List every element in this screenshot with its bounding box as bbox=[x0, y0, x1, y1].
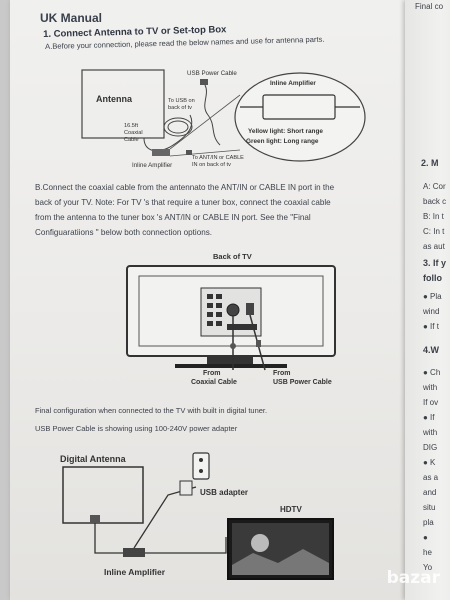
next-line-9: ● Pla bbox=[423, 292, 442, 301]
zoom-line-2 bbox=[169, 149, 241, 157]
step1-b-line-2: back of your TV. Note: For TV 's that re… bbox=[35, 198, 331, 207]
digital-antenna-panel bbox=[62, 466, 144, 524]
coax-plug bbox=[230, 343, 236, 349]
next-line-21: and bbox=[423, 488, 437, 497]
port-2 bbox=[216, 294, 222, 299]
step1-b-line-3: from the antenna to the tuner box 's ANT… bbox=[35, 213, 311, 222]
next-line-18: DIG bbox=[423, 443, 438, 452]
port-1 bbox=[207, 294, 213, 299]
back-of-tv-label: back of tv bbox=[168, 105, 192, 111]
from-usb-label-1: From bbox=[273, 370, 291, 377]
port-4 bbox=[216, 303, 222, 308]
next-line-17: with bbox=[423, 428, 438, 437]
next-line-12: 4.W bbox=[423, 345, 440, 355]
inline-amplifier-small bbox=[152, 149, 170, 156]
manual-title: UK Manual bbox=[40, 11, 103, 25]
to-usb-label: To USB on bbox=[168, 98, 195, 104]
port-label-strip bbox=[227, 324, 257, 330]
port-5 bbox=[207, 312, 213, 317]
parts-diagram: Antenna USB Power Cable To USB on back o… bbox=[81, 69, 366, 169]
hdtv-label: HDTV bbox=[280, 505, 302, 514]
usb-adapter-label: USB adapter bbox=[200, 488, 248, 497]
next-line-15: If ov bbox=[423, 398, 439, 407]
next-line-11: ● If t bbox=[423, 322, 439, 331]
watermark-logo: bazar bbox=[386, 568, 440, 588]
digital-antenna-label: Digital Antenna bbox=[60, 454, 127, 464]
usb-power-cable-label: USB Power Cable bbox=[187, 70, 237, 77]
antenna-connector bbox=[90, 515, 100, 523]
coax-coil bbox=[163, 117, 193, 137]
step1-b-line-4: Configuaratiions " below both connection… bbox=[35, 228, 213, 237]
usb-plug bbox=[200, 79, 208, 85]
next-page: Final co 2. M A: Cor back c B: In t C: I… bbox=[405, 0, 450, 600]
next-line-8: follo bbox=[423, 273, 442, 283]
tv-stand-base bbox=[175, 364, 287, 368]
next-line-25: he bbox=[423, 548, 432, 557]
amp-to-tv-line bbox=[145, 537, 227, 554]
coax-coil-2 bbox=[167, 120, 189, 134]
next-line-10: wind bbox=[423, 307, 440, 316]
next-line-5: C: In t bbox=[423, 227, 445, 236]
next-line-23: pla bbox=[423, 518, 434, 527]
next-line-13: ● Ch bbox=[423, 368, 441, 377]
final-caption-1: Final configuration when connected to th… bbox=[35, 406, 268, 415]
ant-in-plug bbox=[186, 150, 192, 155]
next-line-4: B: In t bbox=[423, 212, 444, 221]
next-line-6: as aut bbox=[423, 242, 445, 251]
final-config-diagram: Digital Antenna USB adapter HDTV Inline … bbox=[60, 452, 334, 580]
from-usb-label-2: USB Power Cable bbox=[273, 379, 332, 386]
inline-amplifier-device bbox=[123, 548, 145, 557]
cable-label: Cable bbox=[124, 137, 139, 143]
next-line-7: 3. If y bbox=[423, 258, 447, 268]
next-page-top: Final co bbox=[415, 2, 444, 11]
yellow-light-label: Yellow light: Short range bbox=[248, 128, 323, 135]
next-line-22: situ bbox=[423, 503, 436, 512]
next-line-24: ● bbox=[423, 533, 428, 542]
port-7 bbox=[207, 321, 213, 326]
port-3 bbox=[207, 303, 213, 308]
outlet-socket-2 bbox=[199, 469, 203, 473]
usb-port bbox=[246, 303, 254, 315]
inline-amplifier-bottom-label: Inline Amplifier bbox=[104, 567, 166, 577]
antenna-label: Antenna bbox=[96, 94, 133, 104]
back-of-tv-title: Back of TV bbox=[213, 252, 252, 261]
usb-adapter-box bbox=[179, 480, 193, 496]
next-line-2: A: Cor bbox=[423, 182, 446, 191]
usb-cable-line bbox=[204, 84, 221, 146]
in-on-back-label: IN on back of tv bbox=[192, 162, 231, 168]
green-light-label: Green light: Long range bbox=[246, 138, 319, 145]
cable-length-label: 16.5ft bbox=[124, 123, 138, 129]
next-line-26: Yo bbox=[423, 563, 433, 572]
inline-amplifier-box-label: Inline Amplifier bbox=[270, 80, 316, 87]
next-line-1: 2. M bbox=[421, 158, 439, 168]
to-ant-in-label: To ANT/IN or CABLE bbox=[192, 155, 244, 161]
next-line-16: ● If bbox=[423, 413, 435, 422]
manual-page: UK Manual 1. Connect Antenna to TV or Se… bbox=[10, 0, 405, 600]
final-caption-2: USB Power Cable is showing using 100-240… bbox=[35, 424, 238, 433]
next-line-20: as a bbox=[423, 473, 439, 482]
from-coax-label-1: From bbox=[203, 370, 221, 377]
next-line-19: ● K bbox=[423, 458, 436, 467]
port-6 bbox=[216, 312, 222, 317]
wall-outlet bbox=[192, 452, 210, 480]
tv-stand-neck bbox=[207, 356, 253, 364]
port-8 bbox=[216, 321, 222, 326]
inline-amplifier-label: Inline Amplifier bbox=[132, 162, 172, 169]
next-line-14: with bbox=[423, 383, 438, 392]
outlet-socket-1 bbox=[199, 458, 203, 462]
next-line-3: back c bbox=[423, 197, 447, 206]
antenna-port bbox=[226, 303, 240, 317]
hdtv-screen-hills bbox=[232, 549, 329, 575]
antenna-coax-line bbox=[94, 523, 123, 554]
usb-connector bbox=[256, 340, 261, 347]
zoom-line-1 bbox=[169, 94, 241, 150]
tv-back-diagram: Back of TV From Coaxial Cable From U bbox=[126, 252, 336, 386]
coaxial-label: Coaxial bbox=[124, 130, 143, 136]
step1-b-line-1: B.Connect the coaxial cable from the ant… bbox=[35, 183, 335, 192]
from-coax-label-2: Coaxial Cable bbox=[191, 379, 237, 386]
hdtv-screen-sun bbox=[251, 534, 269, 552]
antenna-panel bbox=[81, 69, 165, 139]
